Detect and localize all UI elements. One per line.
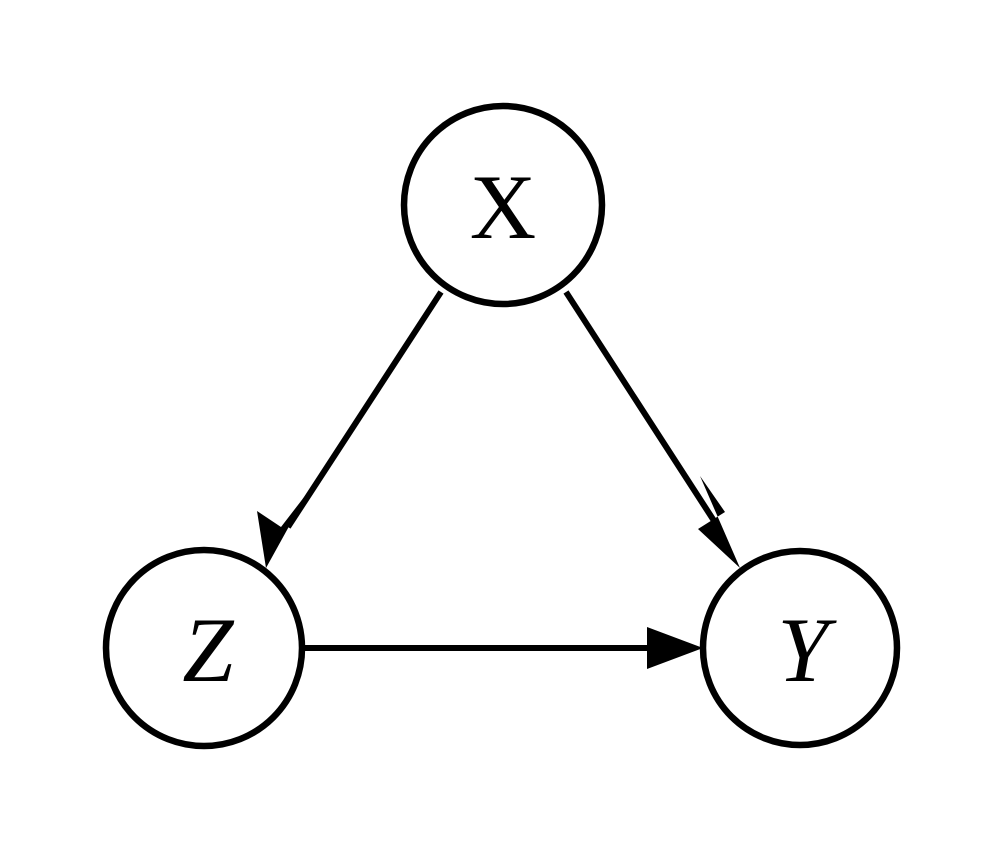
node-x-circle	[400, 102, 606, 308]
node-x-label: X	[470, 156, 536, 258]
node-z-circle	[102, 546, 306, 750]
edge-x-to-y-arrowhead	[698, 476, 740, 568]
edge-x-to-z[interactable]	[257, 290, 444, 568]
node-z-label: Z	[182, 599, 234, 701]
node-y[interactable]: Y	[699, 547, 901, 749]
node-y-circle	[699, 547, 901, 749]
node-x[interactable]: X	[400, 102, 606, 308]
edge-z-to-y-arrowhead	[647, 627, 703, 669]
edge-x-to-z-shaft	[285, 290, 444, 529]
edge-x-to-y[interactable]	[563, 290, 740, 568]
edge-x-to-z-arrowhead	[257, 492, 308, 568]
edge-x-to-y-shaft	[563, 290, 721, 529]
edge-z-to-y[interactable]	[302, 627, 703, 669]
node-y-label: Y	[777, 599, 837, 701]
node-z[interactable]: Z	[102, 546, 306, 750]
